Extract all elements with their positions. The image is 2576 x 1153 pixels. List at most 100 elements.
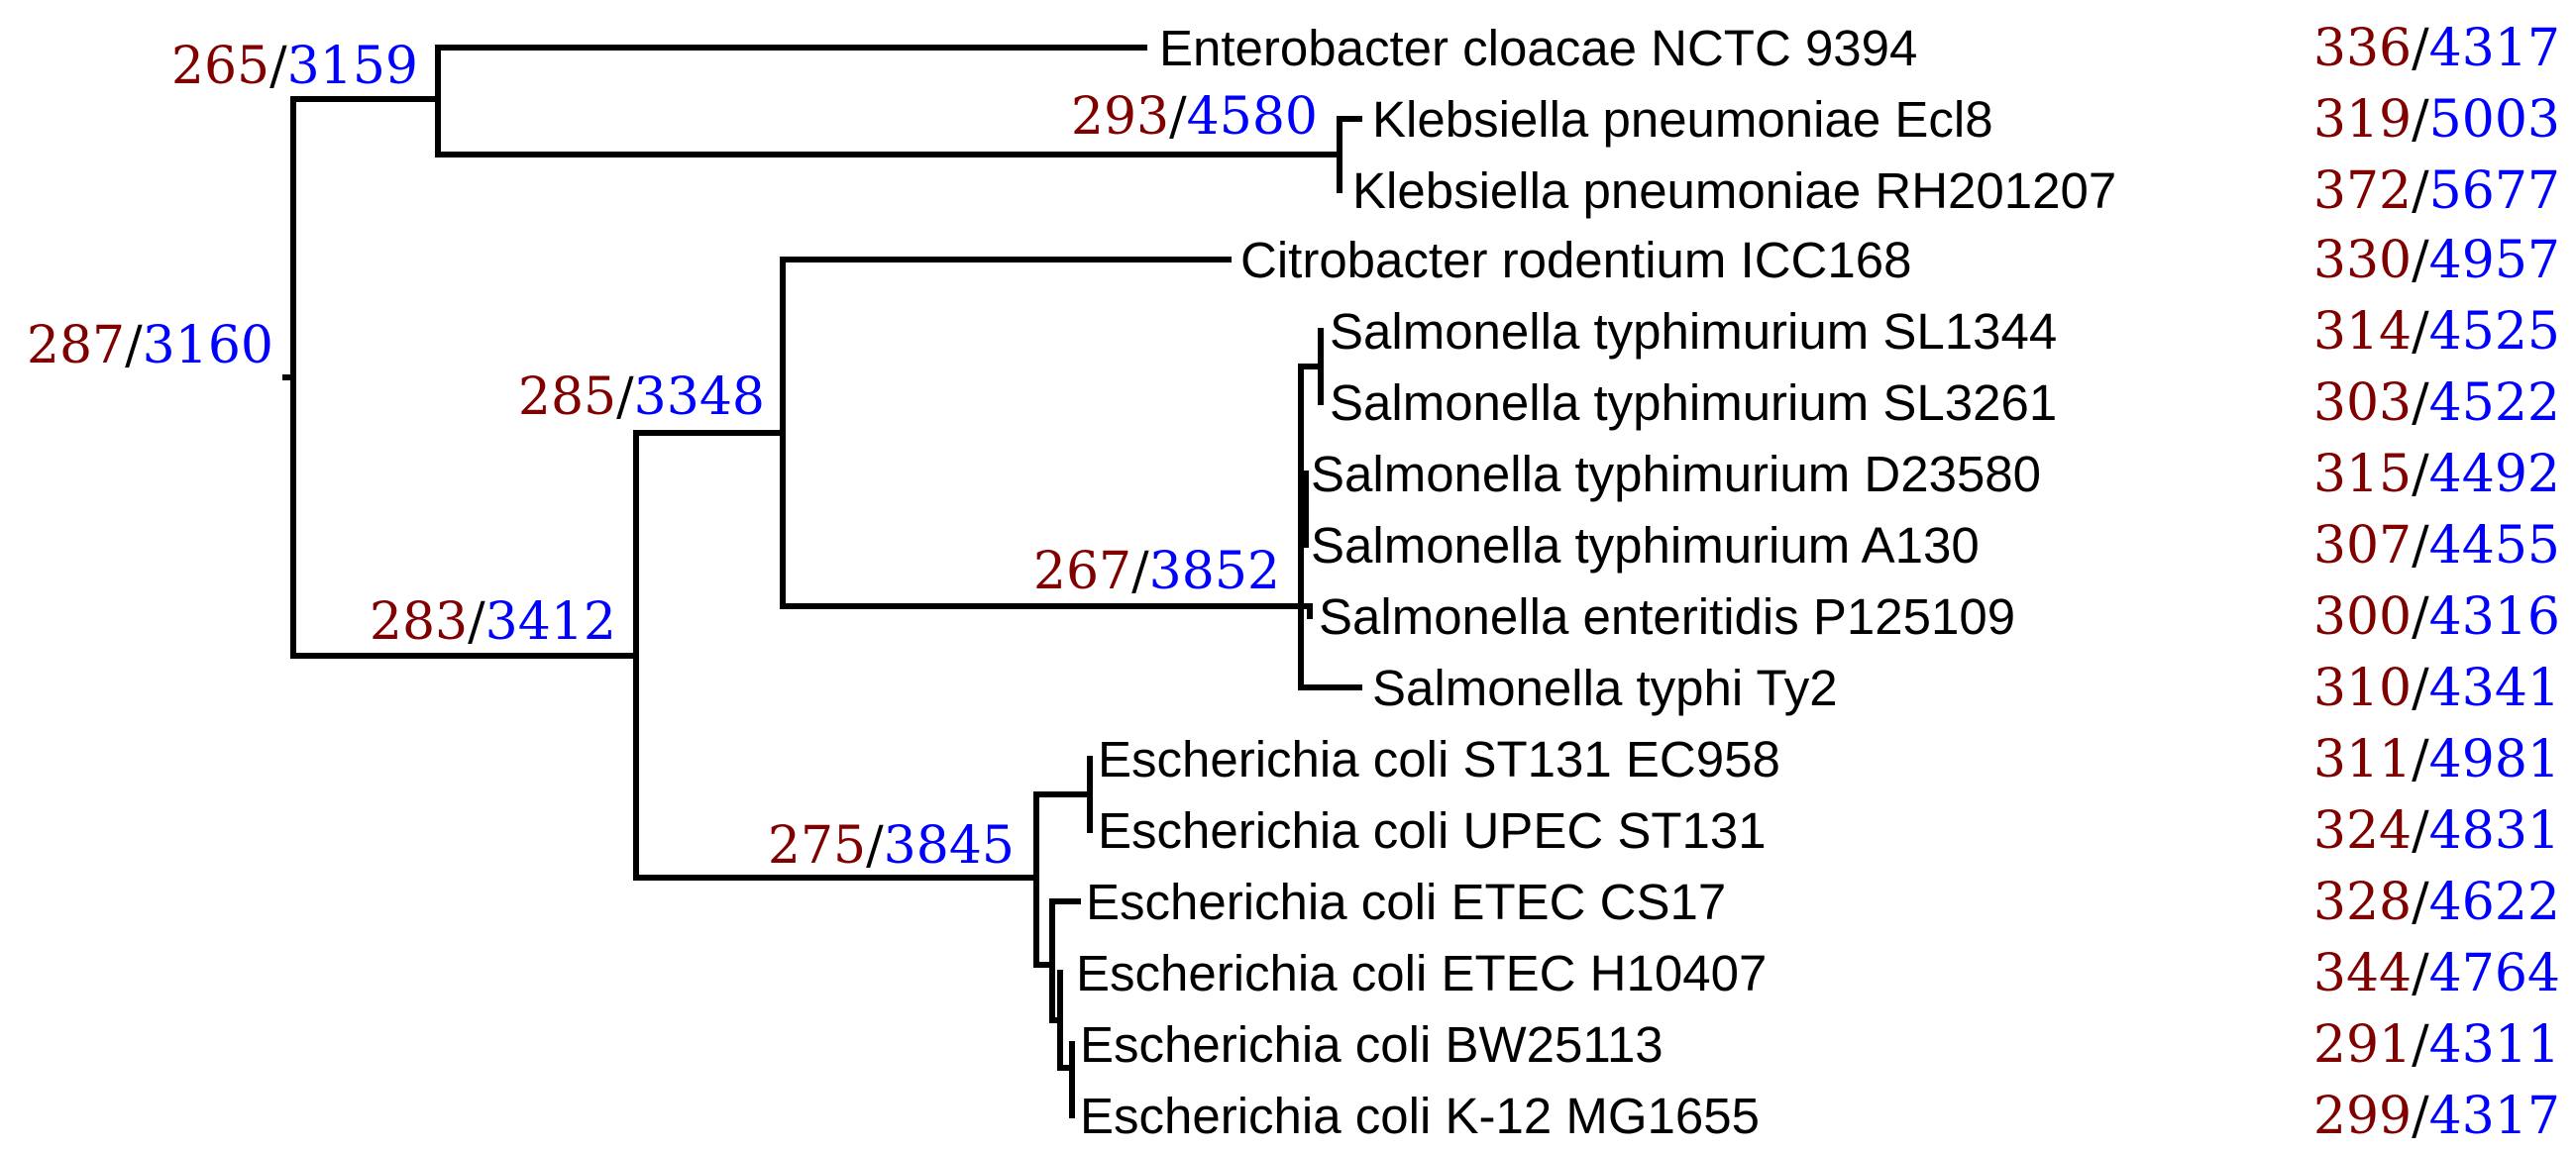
node-label-ecoli: 275/3845 <box>768 816 1015 876</box>
leaf-values-kp-ecl8-separator: / <box>2412 90 2429 150</box>
node-label-entero-kleb-separator: / <box>269 37 287 96</box>
leaf-values-kp-rh-first: 372 <box>2313 161 2412 221</box>
leaf-values-st-d23580: 315/4492 <box>2313 445 2560 504</box>
leaf-values-ec-h10407-first: 344 <box>2313 944 2412 1003</box>
leaf-values-citro: 330/4957 <box>2313 231 2560 290</box>
leaf-values-ec-ec958-first: 311 <box>2313 730 2412 789</box>
leaf-values-ec-bw25113: 291/4311 <box>2313 1015 2560 1075</box>
leaf-values-sty-ty2-first: 310 <box>2313 659 2412 718</box>
leaf-values-st-sl3261: 303/4522 <box>2313 373 2560 433</box>
node-label-root-separator: / <box>125 316 143 375</box>
leaf-values-ec-mg1655-second: 4317 <box>2429 1087 2560 1146</box>
taxon-label-ec-upec: Escherichia coli UPEC ST131 <box>1098 802 1767 859</box>
leaf-values-kp-ecl8: 319/5003 <box>2313 90 2560 150</box>
leaf-values-se-p125109-first: 300 <box>2313 587 2412 647</box>
leaf-values-st-sl1344-separator: / <box>2412 302 2429 362</box>
leaf-values-kp-ecl8-first: 319 <box>2313 90 2412 150</box>
leaf-values-ec-cs17-first: 328 <box>2313 873 2412 932</box>
leaf-values-st-a130-first: 307 <box>2313 516 2412 576</box>
leaf-values-st-a130: 307/4455 <box>2313 516 2560 576</box>
leaf-values-ec-bw25113-second: 4311 <box>2429 1015 2560 1075</box>
leaf-values-ec-upec: 324/4831 <box>2313 801 2560 861</box>
leaf-values-enterobacter-first: 336 <box>2313 19 2412 78</box>
leaf-values-ec-cs17-second: 4622 <box>2429 873 2560 932</box>
leaf-values-st-sl1344-first: 314 <box>2313 302 2412 362</box>
leaf-values-ec-ec958-second: 4981 <box>2429 730 2560 789</box>
leaf-values-ec-upec-second: 4831 <box>2429 801 2560 861</box>
leaf-values-se-p125109: 300/4316 <box>2313 587 2560 647</box>
taxon-label-kp-ecl8: Klebsiella pneumoniae Ecl8 <box>1372 91 1993 148</box>
leaf-values-citro-separator: / <box>2412 231 2429 290</box>
node-label-citro-sal-second: 3348 <box>634 367 765 427</box>
node-label-root: 287/3160 <box>27 316 273 375</box>
leaf-values-st-d23580-first: 315 <box>2313 445 2412 504</box>
leaf-values-kp-rh: 372/5677 <box>2313 161 2560 221</box>
node-label-ecoli-second: 3845 <box>884 816 1015 876</box>
leaf-values-ec-bw25113-first: 291 <box>2313 1015 2412 1075</box>
taxon-label-kp-rh: Klebsiella pneumoniae RH201207 <box>1352 162 2116 219</box>
node-label-kleb: 293/4580 <box>1071 87 1318 147</box>
leaf-values-st-sl3261-separator: / <box>2412 373 2429 433</box>
taxon-label-ec-ec958: Escherichia coli ST131 EC958 <box>1098 731 1780 787</box>
leaf-values-ec-mg1655-first: 299 <box>2313 1087 2412 1146</box>
leaf-values-ec-cs17-separator: / <box>2412 873 2429 932</box>
node-label-citro-sal-ecoli: 283/3412 <box>370 592 616 652</box>
taxon-label-ec-bw25113: Escherichia coli BW25113 <box>1080 1016 1664 1073</box>
leaf-values-se-p125109-second: 4316 <box>2429 587 2560 647</box>
taxon-label-st-sl3261: Salmonella typhimurium SL3261 <box>1330 374 2057 431</box>
leaf-values-se-p125109-separator: / <box>2412 587 2429 647</box>
taxon-label-enterobacter: Enterobacter cloacae NCTC 9394 <box>1159 20 1917 76</box>
leaf-values-ec-ec958: 311/4981 <box>2313 730 2560 789</box>
node-label-ecoli-first: 275 <box>768 816 866 876</box>
node-label-citro-sal-ecoli-second: 3412 <box>485 592 616 652</box>
leaf-values-ec-bw25113-separator: / <box>2412 1015 2429 1075</box>
node-label-root-first: 287 <box>27 316 125 375</box>
leaf-values-ec-mg1655: 299/4317 <box>2313 1087 2560 1146</box>
leaf-values-sty-ty2: 310/4341 <box>2313 659 2560 718</box>
leaf-values-kp-ecl8-second: 5003 <box>2429 90 2560 150</box>
node-label-kleb-separator: / <box>1169 87 1187 147</box>
taxon-label-st-a130: Salmonella typhimurium A130 <box>1311 517 1980 574</box>
node-label-salmonella-second: 3852 <box>1149 542 1280 601</box>
node-label-salmonella-first: 267 <box>1033 542 1131 601</box>
taxon-label-ec-mg1655: Escherichia coli K-12 MG1655 <box>1080 1088 1760 1144</box>
node-label-salmonella-separator: / <box>1131 542 1149 601</box>
taxon-label-citro: Citrobacter rodentium ICC168 <box>1240 232 1911 288</box>
leaf-values-ec-upec-separator: / <box>2412 801 2429 861</box>
taxon-label-sty-ty2: Salmonella typhi Ty2 <box>1372 660 1838 716</box>
leaf-values-ec-cs17: 328/4622 <box>2313 873 2560 932</box>
leaf-values-citro-first: 330 <box>2313 231 2412 290</box>
leaf-values-ec-ec958-separator: / <box>2412 730 2429 789</box>
leaf-values-ec-h10407: 344/4764 <box>2313 944 2560 1003</box>
node-label-citro-sal-first: 285 <box>518 367 616 427</box>
node-label-ecoli-separator: / <box>866 816 884 876</box>
leaf-values-st-a130-second: 4455 <box>2429 516 2560 576</box>
leaf-values-st-a130-separator: / <box>2412 516 2429 576</box>
leaf-values-st-sl1344: 314/4525 <box>2313 302 2560 362</box>
leaf-values-kp-rh-second: 5677 <box>2429 161 2560 221</box>
taxon-label-se-p125109: Salmonella enteritidis P125109 <box>1319 588 2015 645</box>
leaf-values-sty-ty2-separator: / <box>2412 659 2429 718</box>
leaf-values-ec-upec-first: 324 <box>2313 801 2412 861</box>
node-label-entero-kleb-first: 265 <box>171 37 269 96</box>
node-label-entero-kleb-second: 3159 <box>287 37 418 96</box>
leaf-values-kp-rh-separator: / <box>2412 161 2429 221</box>
leaf-values-ec-h10407-second: 4764 <box>2429 944 2560 1003</box>
leaf-values-enterobacter: 336/4317 <box>2313 19 2560 78</box>
taxon-label-st-d23580: Salmonella typhimurium D23580 <box>1311 446 2041 502</box>
leaf-values-st-sl3261-second: 4522 <box>2429 373 2560 433</box>
leaf-values-sty-ty2-second: 4341 <box>2429 659 2560 718</box>
taxon-label-ec-cs17: Escherichia coli ETEC CS17 <box>1086 874 1726 930</box>
leaf-values-enterobacter-second: 4317 <box>2429 19 2560 78</box>
node-label-citro-sal-separator: / <box>616 367 634 427</box>
node-label-citro-sal-ecoli-separator: / <box>468 592 485 652</box>
node-label-salmonella: 267/3852 <box>1033 542 1280 601</box>
taxon-label-ec-h10407: Escherichia coli ETEC H10407 <box>1076 945 1767 1001</box>
node-label-citro-sal: 285/3348 <box>518 367 765 427</box>
node-label-root-second: 3160 <box>143 316 273 375</box>
leaf-values-st-d23580-separator: / <box>2412 445 2429 504</box>
node-label-kleb-first: 293 <box>1071 87 1169 147</box>
leaf-values-ec-h10407-separator: / <box>2412 944 2429 1003</box>
leaf-values-enterobacter-separator: / <box>2412 19 2429 78</box>
